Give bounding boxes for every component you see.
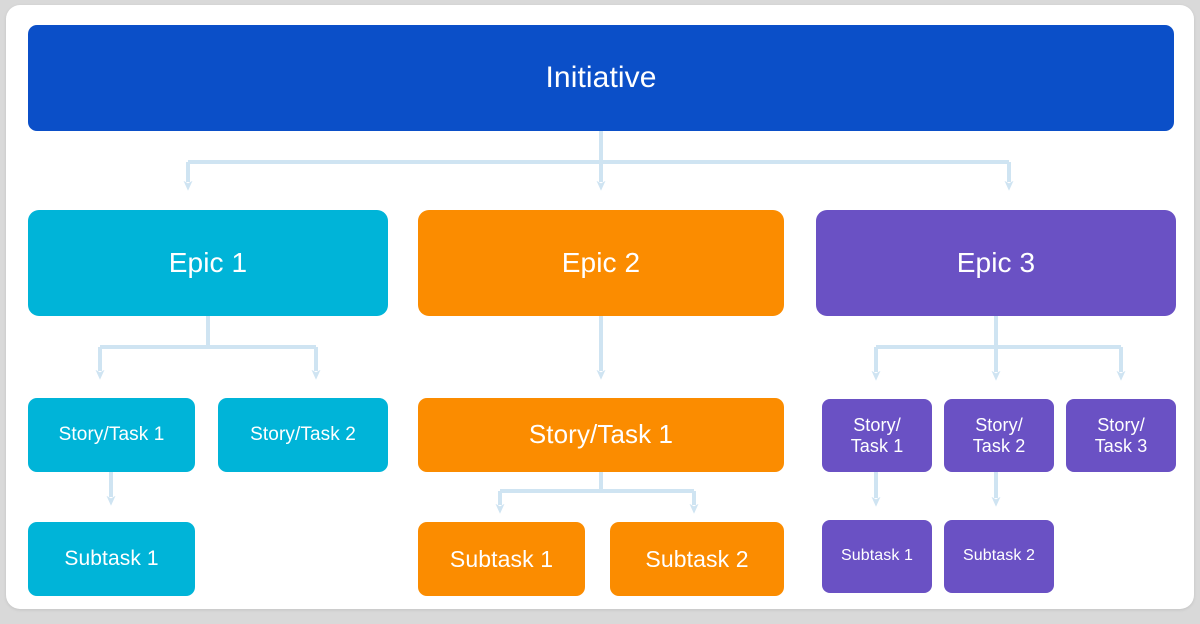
node-c3-subtask-2[interactable]: Subtask 2: [944, 520, 1054, 593]
node-epic-3[interactable]: Epic 3: [816, 210, 1176, 316]
node-c3-subtask-1[interactable]: Subtask 1: [822, 520, 932, 593]
node-c1-story-1[interactable]: Story/Task 1: [28, 398, 195, 472]
node-c3-story-2[interactable]: Story/ Task 2: [944, 399, 1054, 472]
node-epic-1[interactable]: Epic 1: [28, 210, 388, 316]
node-c1-story-2[interactable]: Story/Task 2: [218, 398, 388, 472]
node-c2-subtask-1[interactable]: Subtask 1: [418, 522, 585, 596]
node-epic-2[interactable]: Epic 2: [418, 210, 784, 316]
node-initiative[interactable]: Initiative: [28, 25, 1174, 131]
node-c2-story-1[interactable]: Story/Task 1: [418, 398, 784, 472]
node-c2-subtask-2[interactable]: Subtask 2: [610, 522, 784, 596]
node-c3-story-1[interactable]: Story/ Task 1: [822, 399, 932, 472]
node-c3-story-3[interactable]: Story/ Task 3: [1066, 399, 1176, 472]
node-c1-subtask-1[interactable]: Subtask 1: [28, 522, 195, 596]
